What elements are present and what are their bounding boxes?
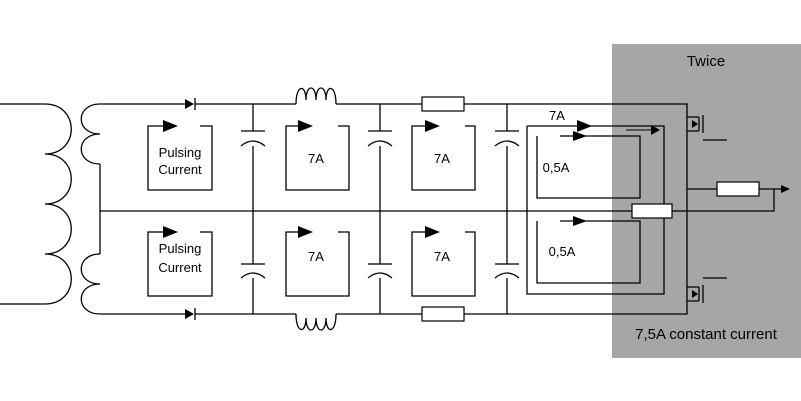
inner-loop-bottom: 0,5A <box>536 216 641 284</box>
current-loop-stage3-top: 7A <box>411 120 476 191</box>
twice-region <box>612 44 801 358</box>
resistor-bottom <box>421 306 465 322</box>
constant-current-label: 7,5A constant current <box>635 326 778 343</box>
output-load <box>687 181 790 212</box>
resistor-top <box>421 96 465 112</box>
current-loop-stage2-top: 7A <box>285 120 350 191</box>
pulsing-label-top-2: Current <box>158 162 202 177</box>
diode-top <box>185 98 196 110</box>
inductor-top <box>295 87 337 105</box>
mosfet-top <box>686 115 727 211</box>
output-loop-label: 7A <box>549 108 565 123</box>
pulsing-current-loop-top: Pulsing Current <box>147 120 213 191</box>
mosfet-bottom <box>686 211 727 303</box>
output-current-loop: 7A <box>526 108 665 295</box>
pulsing-label-bottom-1: Pulsing <box>159 241 202 256</box>
bottom-rail-3 <box>464 301 688 315</box>
transformer-secondary-winding <box>80 103 185 315</box>
twice-label: Twice <box>687 53 725 70</box>
current-loop-stage2-bottom: 7A <box>285 226 350 297</box>
stage2-bottom-label: 7A <box>308 249 324 264</box>
diode-bottom <box>185 308 196 320</box>
pulsing-label-bottom-2: Current <box>158 260 202 275</box>
transformer-primary-winding <box>0 103 72 305</box>
capacitor-column-2 <box>367 104 393 314</box>
stage3-bottom-label: 7A <box>434 249 450 264</box>
top-rail-3 <box>464 103 688 117</box>
inductor-bottom <box>295 313 337 331</box>
capacitor-column-1 <box>240 104 266 314</box>
stage2-top-label: 7A <box>308 151 324 166</box>
shunt-resistor <box>631 203 673 219</box>
pulsing-current-loop-bottom: Pulsing Current <box>147 226 213 297</box>
current-loop-stage3-bottom: 7A <box>411 226 476 297</box>
capacitor-column-3 <box>494 104 520 314</box>
pulsing-label-top-1: Pulsing <box>159 145 202 160</box>
inner-loop-bottom-label: 0,5A <box>549 244 576 259</box>
inner-loop-top-label: 0,5A <box>543 160 570 175</box>
stage3-top-label: 7A <box>434 151 450 166</box>
inner-loop-top: 0,5A <box>536 131 641 199</box>
